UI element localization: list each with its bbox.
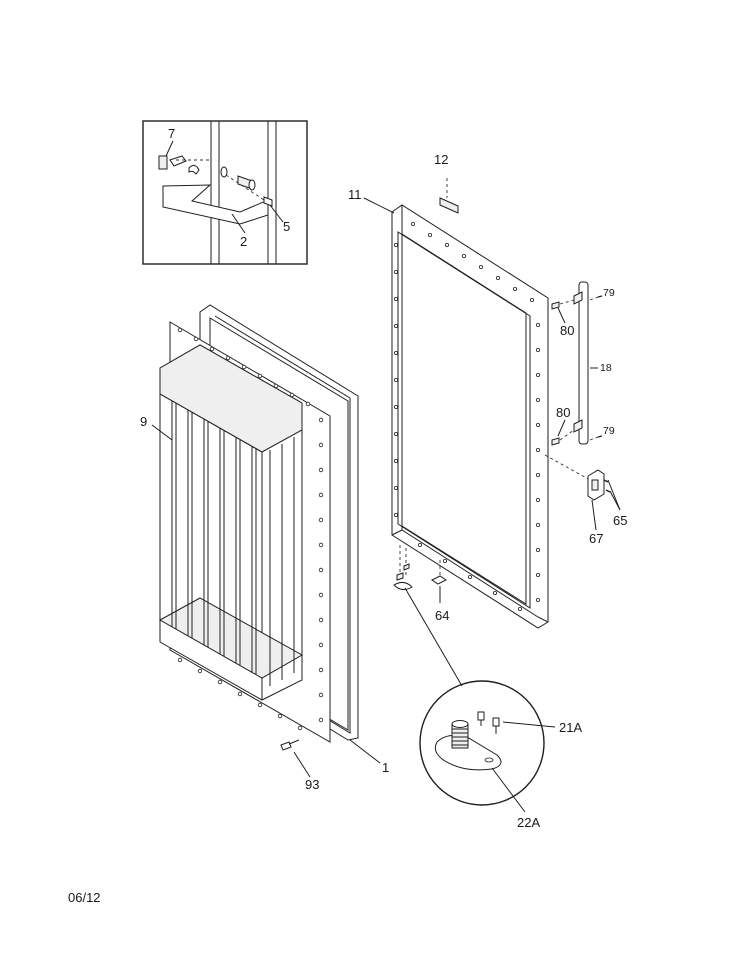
callout-11: 11 bbox=[348, 187, 362, 202]
door-handle-part-18 bbox=[551, 281, 603, 446]
callout-18: 18 bbox=[600, 362, 612, 374]
outer-door-panel-part-11 bbox=[363, 178, 549, 629]
screw-part-80-top bbox=[551, 301, 560, 310]
callout-1: 1 bbox=[382, 760, 389, 775]
panel-screw-holes bbox=[393, 221, 541, 612]
magnifier-circle bbox=[419, 680, 545, 806]
callout-7: 7 bbox=[168, 126, 175, 141]
screw-part-79-top bbox=[597, 295, 603, 298]
callout-5: 5 bbox=[283, 219, 290, 234]
hinge-detail-inset bbox=[142, 120, 308, 265]
callout-65: 65 bbox=[613, 513, 627, 528]
hinge-bracket-part-2 bbox=[162, 184, 269, 225]
bottom-parts bbox=[393, 545, 447, 603]
label-plate-part-12 bbox=[439, 197, 459, 214]
callout-67: 67 bbox=[589, 531, 603, 546]
callout-79-top: 79 bbox=[603, 287, 615, 299]
hinge-strike-assembly bbox=[544, 454, 621, 531]
callout-64: 64 bbox=[435, 608, 449, 623]
callout-2: 2 bbox=[240, 234, 247, 249]
screw-part-80-bottom bbox=[551, 437, 560, 446]
magnified-detail bbox=[404, 587, 556, 813]
callout-22A: 22A bbox=[517, 815, 540, 830]
clip-part-7 bbox=[158, 155, 168, 170]
callout-12: 12 bbox=[434, 152, 448, 167]
thread-lines bbox=[452, 728, 468, 746]
date-code: 06/12 bbox=[68, 890, 101, 905]
callout-21A: 21A bbox=[559, 720, 582, 735]
screw-part-21A-a bbox=[477, 711, 485, 726]
screw-part-21A-b bbox=[492, 717, 500, 734]
door-liner-assembly bbox=[151, 304, 381, 778]
screw-part-93 bbox=[280, 739, 300, 751]
screws-part-65 bbox=[603, 479, 611, 493]
callout-79-bottom: 79 bbox=[603, 425, 615, 437]
callout-9: 9 bbox=[140, 414, 147, 429]
screw-part-79-bottom bbox=[597, 435, 603, 438]
callout-80-top: 80 bbox=[560, 323, 574, 338]
flange-screw-holes bbox=[177, 327, 324, 731]
callout-93: 93 bbox=[305, 777, 319, 792]
spacer-part-64 bbox=[431, 575, 447, 585]
liner-ribs bbox=[171, 401, 295, 686]
callout-80-bottom: 80 bbox=[556, 405, 570, 420]
